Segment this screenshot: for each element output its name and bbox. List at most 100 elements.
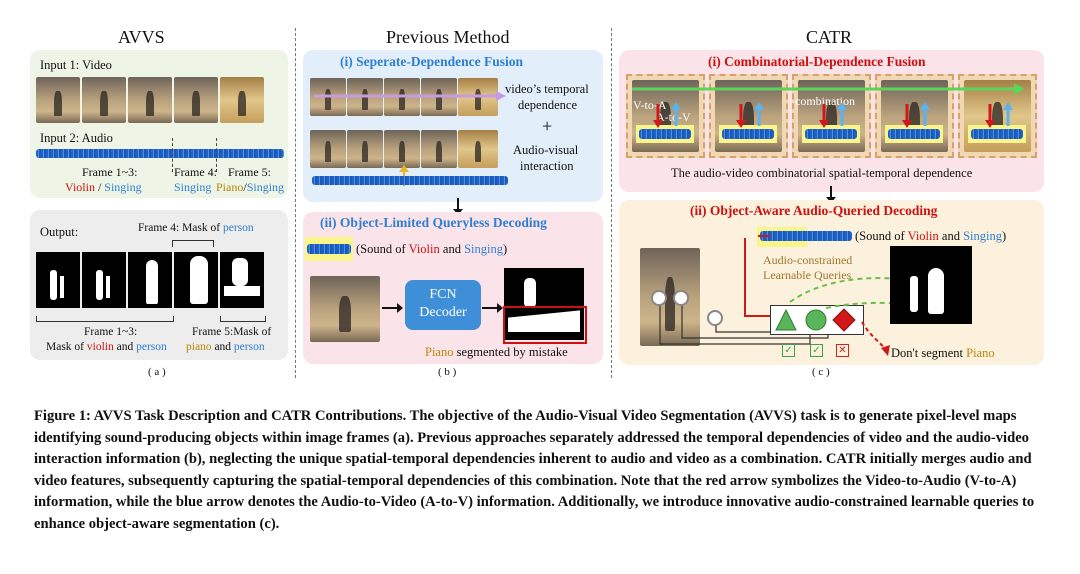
frame4-bracket [172,240,214,247]
audio-waveform [312,176,508,185]
frame5-bracket [220,316,266,322]
frame5-sounds: Piano/Singing [216,180,284,195]
figure-caption: Figure 1: AVVS Task Description and CATR… [34,406,1050,535]
panel-a-title: AVVS [118,27,165,47]
video-frame [174,77,218,123]
frame5-mask-label: Frame 5:Mask of [192,326,272,338]
and-text: and [211,341,234,353]
sound-suffix: ) [1001,229,1007,243]
query-node [651,290,667,306]
separator-text: / [243,180,247,194]
singing-text: Singing [246,180,285,194]
queries-label-1: Audio-constrained [763,253,853,267]
atov-label: A-to-V [656,110,691,124]
query-shapes [775,308,856,332]
frame5-mask-desc: piano and person [186,341,265,353]
temporal-label-2: dependence [518,98,577,112]
frame5-label: Frame 5: [228,165,271,179]
video-frame [128,77,172,123]
input-frame [310,276,380,342]
video-frame [310,130,346,168]
panel-b-title: Previous Method [386,27,510,47]
triangle-query-icon [775,308,797,331]
caption-text: The objective of the Audio-Visual Video … [34,408,1035,532]
query-node [673,290,689,306]
frame13-mask-label: Frame 1~3: [84,326,138,338]
video-frame [347,130,383,168]
audio-waveform [36,149,284,158]
input-video-label: Input 1: Video [40,58,112,72]
fcn-decoder-box: FCN Decoder [405,280,481,330]
check-icon: ✓ [810,344,823,357]
sound-prefix: (Sound of [356,242,409,256]
cross-icon: ✕ [836,344,849,357]
av-label-1: Audio-visual [513,143,579,157]
frame13-mask-desc: Mask of violin and person [46,341,167,353]
frame13-label: Frame 1~3: [82,165,138,179]
separator-text: / [94,180,105,194]
predicted-mask [504,268,584,340]
panel-b-sub1: (i) Seperate-Dependence Fusion [340,54,523,69]
check-icon: ✓ [782,344,795,357]
mask-text: Frame 4: Mask of [138,222,223,234]
panel-c-letter: ( c ) [812,366,830,378]
video-frame [384,130,420,168]
mistake-label: Piano segmented by mistake [425,345,568,360]
combo-audio-bar [802,125,860,143]
piano-text: piano [186,341,212,353]
plus-sign: + [542,116,553,136]
mistake-highlight [503,306,587,344]
piano-text: Piano [216,180,244,194]
input-frame [640,248,700,346]
sound-suffix: ) [502,242,508,256]
combo-audio-bar [636,125,694,143]
output-label: Output: [40,225,79,239]
column-divider [611,28,612,378]
dont-segment-text: Don't segment [891,346,967,360]
frame-divider [172,138,173,172]
output-mask [174,252,218,308]
output-mask [82,252,126,308]
piano-text: Piano [966,346,995,360]
and-text: and [113,341,137,353]
violin-text: Violin [907,229,939,243]
singing-text: Singing [963,229,1002,243]
vtoa-atov-arrows [653,102,1013,128]
singing-text: Singing [104,180,142,194]
output-mask [128,252,172,308]
predicted-mask [890,246,972,324]
violin-text: violin [86,341,114,353]
caption-label: Figure 1: AVVS Task Description and CATR… [34,408,407,424]
panel-b-sub2: (ii) Object-Limited Queryless Decoding [320,215,547,230]
panel-b-letter: ( b ) [438,366,457,378]
fcn-label: FCN [429,287,457,302]
dependence-label: The audio-video combinatorial spatial-te… [671,166,973,180]
combo-audio-bar [719,125,777,143]
video-frame [421,130,457,168]
frame4-singing: Singing [174,180,212,194]
and-text: and [439,242,465,256]
person-text: person [136,341,167,353]
flow-arrow-right [382,303,403,313]
sound-label: (Sound of Violin and Singing) [855,229,1006,244]
av-label-2: interaction [520,159,574,173]
singing-text: Singing [464,242,503,256]
audio-waveform [760,231,852,241]
audio-waveform [307,244,351,254]
video-frame [36,77,80,123]
mistake-text: segmented by mistake [453,345,568,359]
panel-c-title: CATR [806,27,853,47]
person-text: person [233,341,265,353]
spatial-temporal-arrow [632,83,1025,95]
panel-c-sub1: (i) Combinatorial-Dependence Fusion [708,54,926,69]
circle-query-icon [805,309,827,331]
combination-label: combination [795,94,855,108]
person-text: person [222,222,254,234]
column-divider [295,28,296,378]
output-mask [36,252,80,308]
output-mask [220,252,264,308]
frame13-bracket [36,316,174,322]
panel-c-sub2: (ii) Object-Aware Audio-Queried Decoding [690,203,938,218]
violin-text: Violin [408,242,440,256]
dont-segment-label: Don't segment Piano [891,346,995,361]
